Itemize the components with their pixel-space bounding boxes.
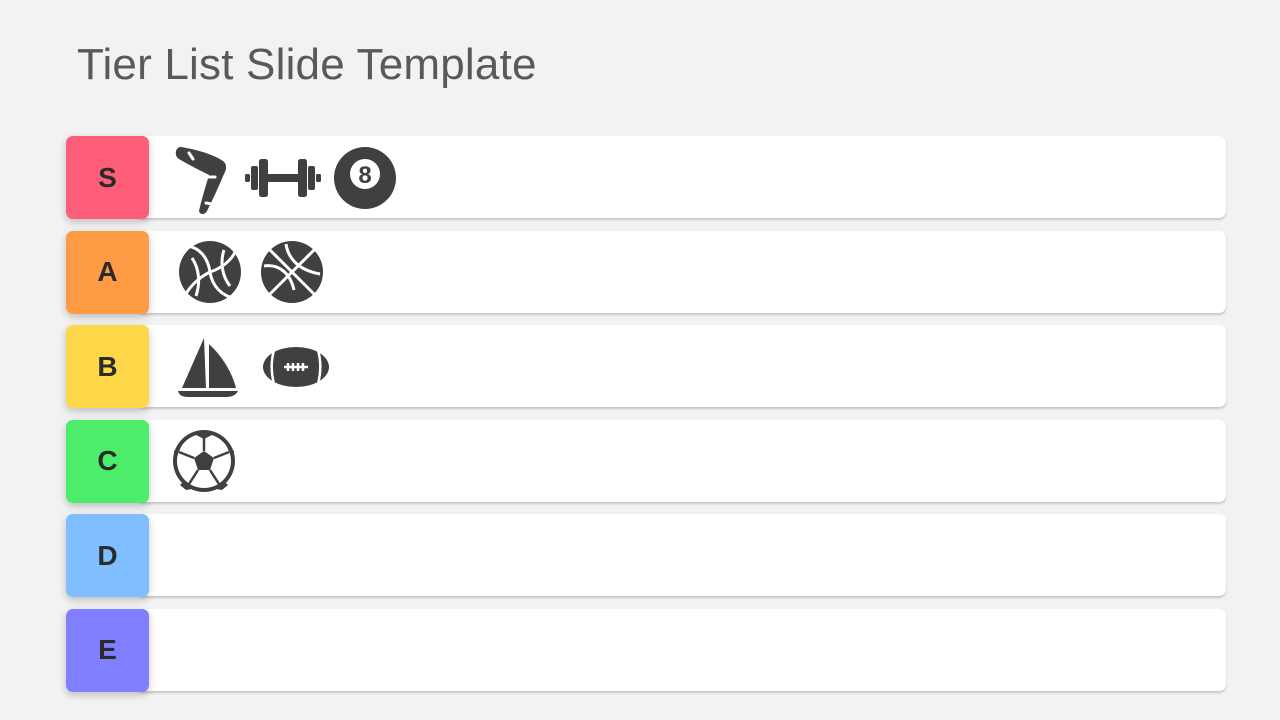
tier-track-e: [136, 608, 1226, 691]
tier-track-d: [136, 514, 1226, 596]
tier-items-a: [178, 231, 324, 314]
dumbbell-icon[interactable]: [245, 156, 321, 200]
tier-label-e: E: [66, 608, 149, 692]
soccer-ball-icon[interactable]: [172, 429, 236, 493]
tier-label-c: C: [66, 419, 149, 503]
tier-row-c: C: [66, 419, 1226, 503]
basketball-icon[interactable]: [260, 240, 324, 304]
tier-list: S: [66, 136, 1226, 703]
tier-row-e: E: [66, 608, 1226, 692]
tier-row-b: B: [66, 325, 1226, 408]
tier-row-d: D: [66, 514, 1226, 597]
boomerang-icon[interactable]: [171, 141, 233, 215]
billiard-ball-icon[interactable]: 8: [333, 146, 397, 210]
tier-items-b: [176, 325, 330, 408]
tier-label-b: B: [66, 325, 149, 408]
tier-track-c: [136, 419, 1226, 502]
american-football-icon[interactable]: [262, 346, 330, 388]
slide-title: Tier List Slide Template: [77, 40, 537, 89]
tier-label-a: A: [66, 230, 149, 314]
volleyball-icon[interactable]: [178, 240, 242, 304]
tier-row-s: S: [66, 136, 1226, 219]
tier-row-a: A: [66, 230, 1226, 314]
tier-label-s: S: [66, 136, 149, 219]
tier-label-d: D: [66, 514, 149, 597]
tier-items-s: 8: [171, 136, 397, 219]
tier-items-c: [172, 420, 236, 503]
ball-number: 8: [358, 162, 371, 189]
sailboat-icon[interactable]: [176, 336, 240, 398]
